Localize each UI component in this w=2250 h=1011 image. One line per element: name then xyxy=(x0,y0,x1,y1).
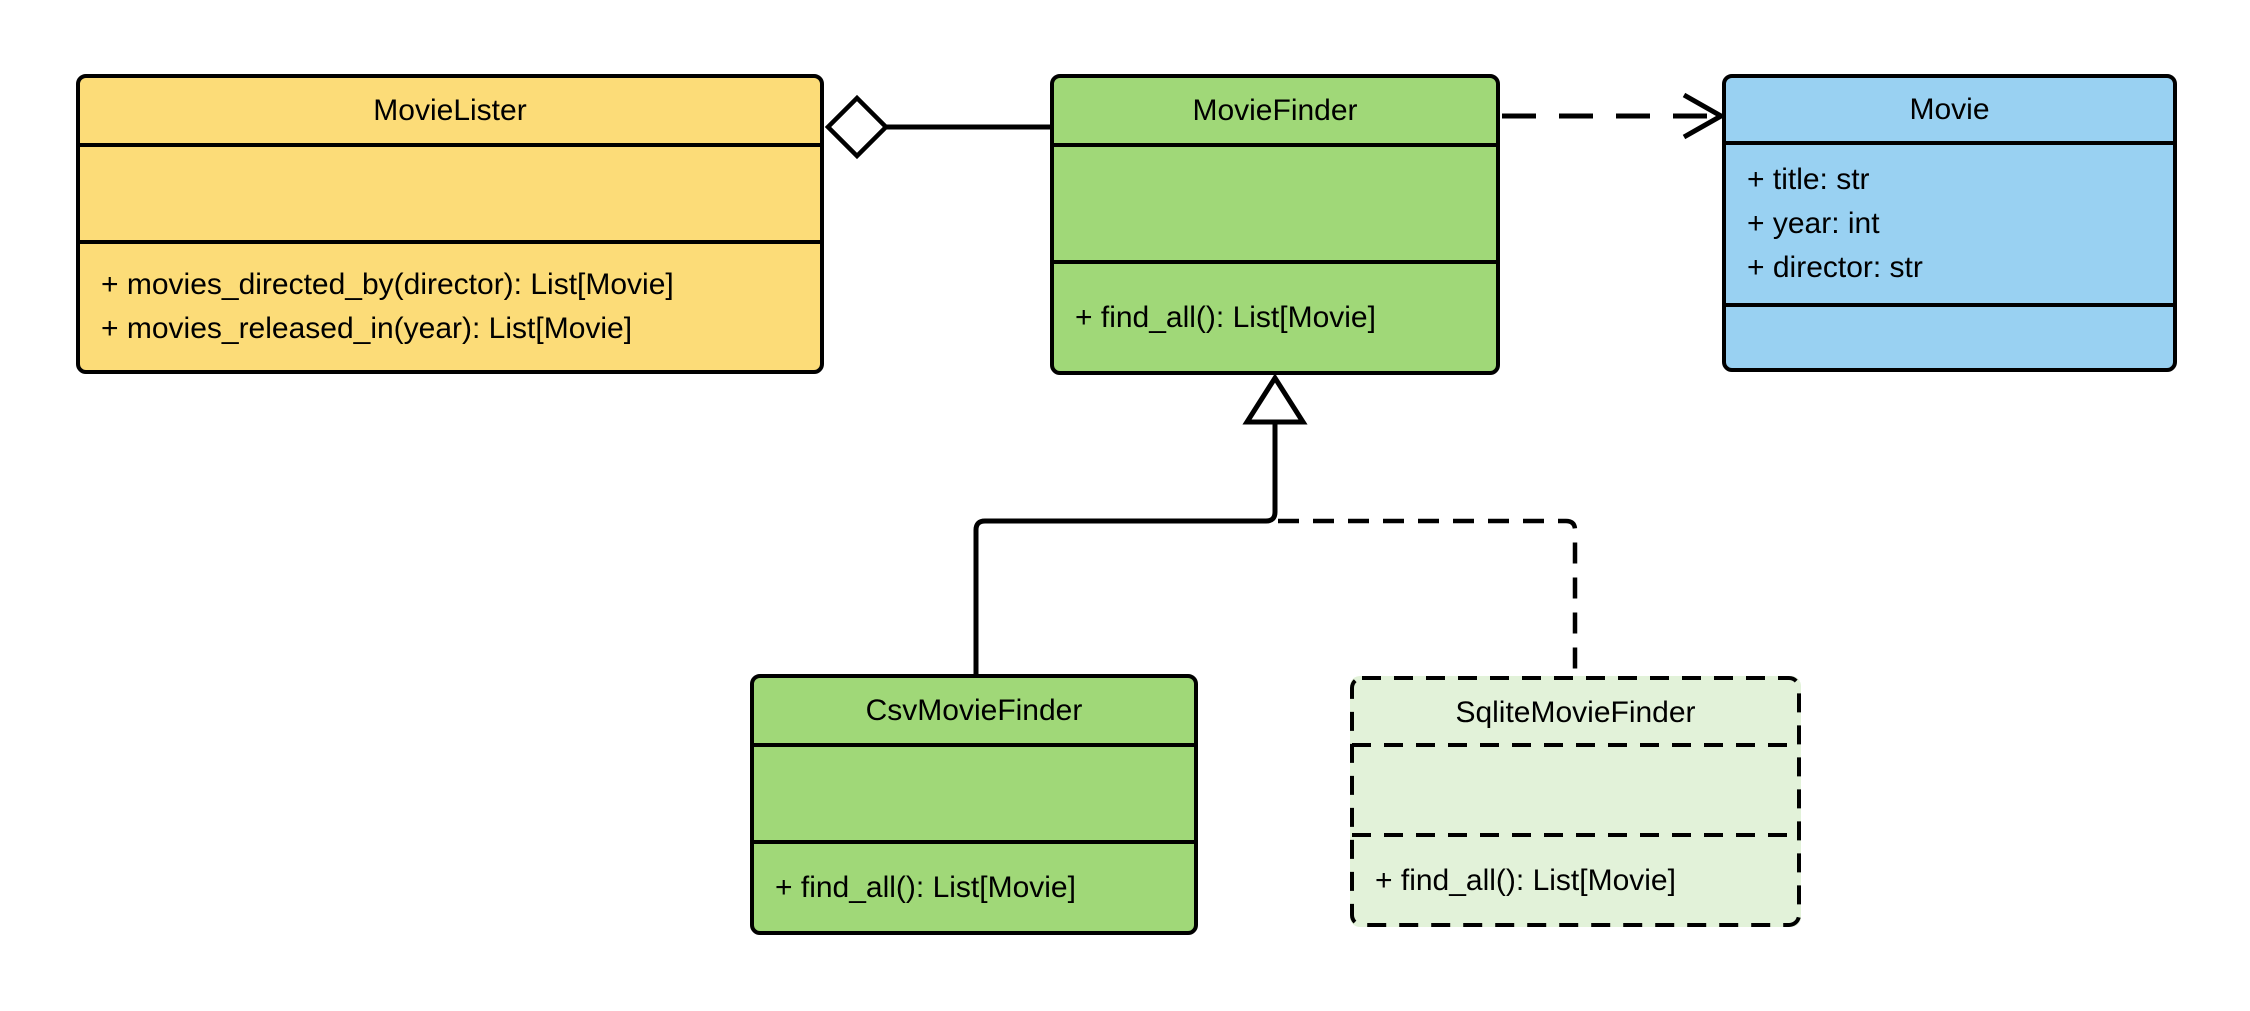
class-title-compartment: MovieLister xyxy=(80,78,820,143)
generalization-solid-line xyxy=(973,422,1278,676)
attributes-compartment xyxy=(80,143,820,240)
class-title-compartment: MovieFinder xyxy=(1054,78,1496,143)
attribute-line: + director: str xyxy=(1747,251,1923,284)
methods-compartment: + find_all(): List[Movie] xyxy=(754,840,1194,931)
method-line: + find_all(): List[Movie] xyxy=(775,870,1076,904)
methods-compartment: + find_all(): List[Movie] xyxy=(1054,260,1496,371)
generalization-dashed-line xyxy=(1278,518,1578,678)
dependency-connector xyxy=(1502,92,1727,140)
attributes-compartment: + title: str + year: int + director: str xyxy=(1726,141,2173,303)
generalization-solid-connector xyxy=(973,373,1308,676)
method-line: + find_all(): List[Movie] xyxy=(1075,300,1376,334)
methods-compartment: + find_all(): List[Movie] xyxy=(1354,835,1797,923)
attributes-compartment xyxy=(1054,143,1496,260)
class-name: CsvMovieFinder xyxy=(865,693,1083,727)
class-name: MovieFinder xyxy=(1192,93,1358,127)
class-title-compartment: SqliteMovieFinder xyxy=(1354,680,1797,745)
inheritance-triangle-icon xyxy=(1242,373,1308,425)
class-box-sqlitemoviefinder: SqliteMovieFinder + find_all(): List[Mov… xyxy=(1350,676,1801,927)
attribute-line: + title: str xyxy=(1747,163,1870,196)
method-line: + find_all(): List[Movie] xyxy=(1375,864,1676,897)
class-name: Movie xyxy=(1909,92,1990,126)
aggregation-connector xyxy=(824,94,1052,160)
methods-compartment xyxy=(1726,303,2173,368)
class-name: SqliteMovieFinder xyxy=(1455,695,1696,729)
attribute-line: + year: int xyxy=(1747,207,1880,240)
methods-compartment: + movies_directed_by(director): List[Mov… xyxy=(80,240,820,370)
dependency-open-arrowhead-icon xyxy=(1682,92,1727,140)
method-line: + movies_directed_by(director): List[Mov… xyxy=(101,268,674,301)
class-title-compartment: Movie xyxy=(1726,78,2173,141)
method-line: + movies_released_in(year): List[Movie] xyxy=(101,312,633,345)
class-box-movie: Movie + title: str + year: int + directo… xyxy=(1722,74,2177,372)
class-box-moviefinder: MovieFinder + find_all(): List[Movie] xyxy=(1050,74,1500,375)
class-title-compartment: CsvMovieFinder xyxy=(754,678,1194,743)
class-box-csvmoviefinder: CsvMovieFinder + find_all(): List[Movie] xyxy=(750,674,1198,935)
class-box-movielister: MovieLister + movies_directed_by(directo… xyxy=(76,74,824,374)
aggregation-diamond-icon xyxy=(824,94,890,160)
attributes-compartment xyxy=(754,743,1194,840)
attributes-compartment xyxy=(1354,745,1797,835)
generalization-dashed-connector xyxy=(1278,518,1578,678)
class-name: MovieLister xyxy=(373,93,527,127)
